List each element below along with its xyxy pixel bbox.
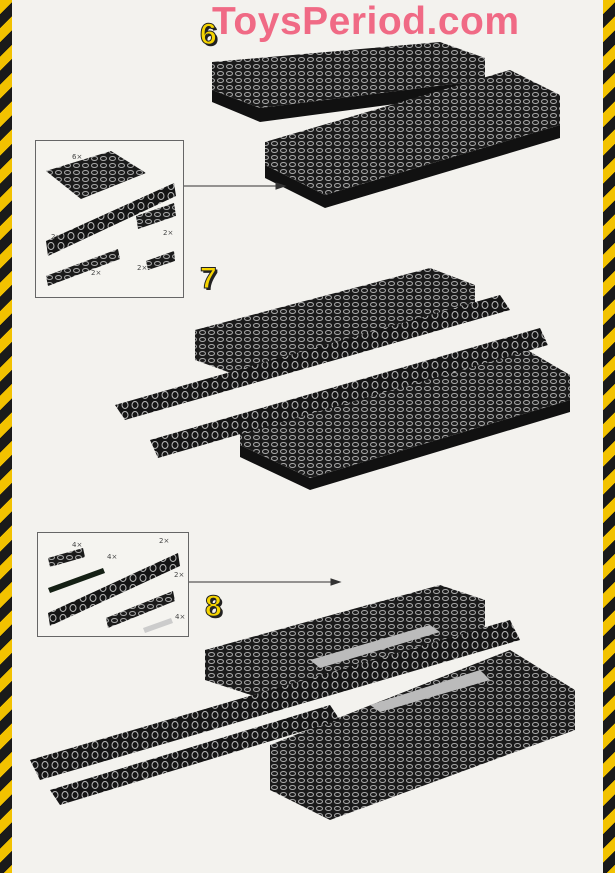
step-number-7: 7: [200, 262, 218, 296]
part-qty: 2×: [91, 269, 102, 277]
step-number-6: 6: [200, 18, 218, 52]
step-7-assembly: [115, 268, 570, 490]
part-qty: 4×: [72, 541, 83, 549]
callout-arrows: [182, 182, 342, 586]
part-qty: 2×: [174, 571, 185, 579]
hazard-stripe-left: [0, 0, 12, 873]
step-8-assembly: [30, 585, 575, 820]
step-8-parts-callout: 4× 4× 2× 2× 4×: [37, 532, 189, 637]
step-6-parts: [46, 151, 176, 286]
part-qty: 2×: [163, 229, 174, 237]
step-8-parts: [48, 548, 180, 633]
step-6-parts-callout: 6× 2× 2× 2× 2×: [35, 140, 184, 298]
step-number-8: 8: [205, 590, 223, 624]
part-qty: 2×: [51, 233, 62, 241]
part-qty: 4×: [107, 553, 118, 561]
step-6-assembly: [212, 42, 560, 208]
part-qty: 4×: [175, 613, 186, 621]
part-qty: 6×: [72, 153, 83, 161]
part-qty: 2×: [137, 264, 148, 272]
part-qty: 2×: [159, 537, 170, 545]
watermark: ToysPeriod.com: [212, 0, 520, 43]
hazard-stripe-right: [603, 0, 615, 873]
